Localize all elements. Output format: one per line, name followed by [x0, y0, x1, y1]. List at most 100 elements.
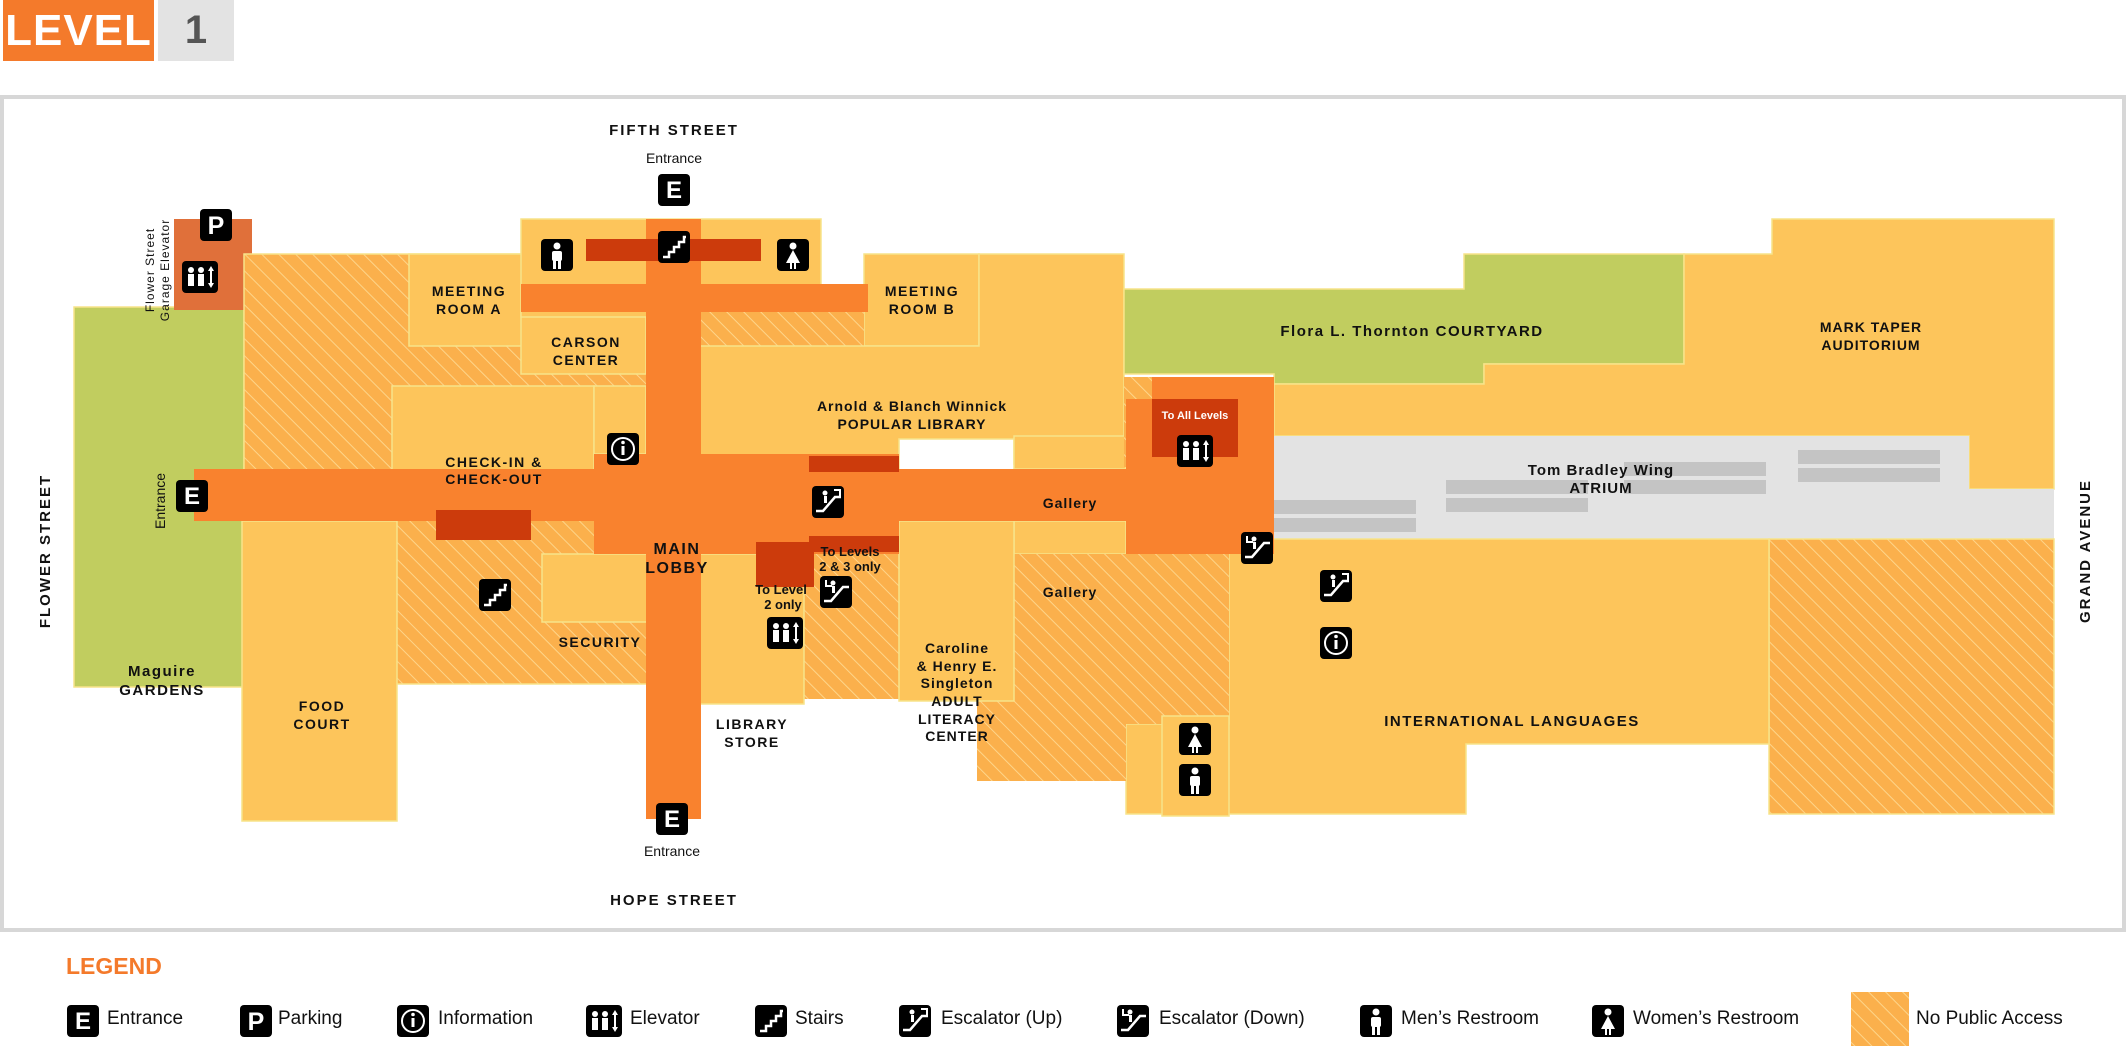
legend-label: Women’s Restroom — [1633, 1008, 1800, 1029]
parking-icon — [200, 209, 232, 241]
meeting-room-a-area — [408, 253, 527, 347]
library-store-label: STORE — [724, 734, 779, 750]
literacy-center-label: Caroline — [925, 640, 989, 656]
escalator-down-icon — [818, 574, 854, 610]
atrium-bench — [1624, 480, 1766, 494]
no-public-access-swatch — [1851, 992, 1909, 1046]
entrance-icon — [67, 1005, 99, 1037]
legend-title: LEGEND — [66, 953, 162, 979]
gallery-upper-area — [1013, 435, 1127, 470]
food-court-area — [241, 520, 398, 822]
map-areas — [73, 218, 2055, 822]
to-level-2-label: 2 only — [764, 597, 802, 612]
meeting-room-b-area — [863, 253, 980, 347]
entrance-icon — [656, 803, 688, 835]
womens-restroom-icon — [777, 239, 809, 271]
womens-restroom-icon — [1592, 1005, 1624, 1037]
entrance-label-west: Entrance — [152, 473, 168, 529]
escalator-down-icon — [1115, 1003, 1151, 1039]
floor-map: E P — [0, 95, 2126, 932]
atrium-bench — [1446, 480, 1588, 494]
street-label-south: HOPE STREET — [610, 892, 738, 909]
literacy-center-label: CENTER — [925, 728, 989, 744]
maguire-gardens-label: Maguire — [128, 663, 196, 680]
garage-label-line1: Flower Street — [143, 228, 157, 312]
hatched-southeast-block — [1768, 538, 2055, 815]
street-label-west: FLOWER STREET — [37, 474, 54, 628]
food-court-label: FOOD — [299, 698, 345, 714]
meeting-room-b-label: ROOM B — [889, 301, 956, 317]
stairs-icon — [753, 1003, 789, 1039]
information-icon — [396, 1004, 430, 1038]
popular-library-label: Arnold & Blanch Winnick — [817, 398, 1007, 414]
atrium-bench — [1274, 518, 1416, 532]
mens-restroom-icon — [1179, 764, 1211, 796]
legend-label: Men’s Restroom — [1401, 1008, 1539, 1029]
legend-label: Stairs — [795, 1008, 844, 1029]
carson-center-label: CARSON — [551, 334, 621, 350]
atrium-bench — [1624, 462, 1766, 476]
literacy-center-label: & Henry E. — [917, 658, 998, 674]
atrium-label: Tom Bradley Wing — [1528, 462, 1674, 479]
carson-center-area — [520, 311, 647, 375]
legend-label: Information — [438, 1008, 534, 1029]
stairs-icon — [656, 229, 692, 265]
courtyard-label: Flora L. Thornton COURTYARD — [1280, 323, 1543, 340]
stairs-icon — [477, 577, 513, 613]
street-label-east: GRAND AVENUE — [2077, 479, 2094, 623]
elevator-icon — [182, 261, 218, 293]
meeting-room-a-label: MEETING — [432, 283, 506, 299]
legend-label: Parking — [278, 1008, 343, 1029]
literacy-center-label: ADULT — [931, 693, 982, 709]
information-icon — [606, 432, 640, 466]
main-lobby-label: LOBBY — [645, 560, 709, 577]
to-level-2-label: To Level — [755, 582, 807, 597]
checkin-label: CHECK-OUT — [445, 471, 543, 487]
legend-label: Entrance — [107, 1008, 184, 1029]
gallery-upper-label: Gallery — [1043, 495, 1097, 511]
to-levels-23-label: 2 & 3 only — [819, 559, 881, 574]
main-lobby-label: MAIN — [654, 541, 701, 558]
gallery-lower-label: Gallery — [1043, 584, 1097, 600]
elevator-icon — [586, 1005, 622, 1037]
legend-label: Elevator — [630, 1008, 700, 1029]
library-store-label: LIBRARY — [716, 716, 788, 732]
entrance-icon — [658, 174, 690, 206]
mark-taper-label: AUDITORIUM — [1821, 337, 1920, 353]
literacy-center-label: LITERACY — [918, 711, 996, 727]
escalator-up-icon — [897, 1003, 933, 1039]
hatched-corridor-strip — [699, 312, 864, 346]
literacy-center-area — [898, 520, 1015, 702]
escalator-down-icon — [1239, 530, 1275, 566]
elevator-icon — [767, 617, 803, 649]
garage-label-line2: Garage Elevator — [158, 219, 172, 321]
entrance-label-north: Entrance — [646, 150, 702, 166]
mark-taper-label: MARK TAPER — [1820, 319, 1922, 335]
street-label-north: FIFTH STREET — [609, 122, 739, 139]
atrium-bench — [1274, 500, 1416, 514]
gallery-lower-area — [1013, 520, 1127, 555]
literacy-center-label: Singleton — [921, 675, 994, 691]
meeting-room-a-label: ROOM A — [436, 301, 502, 317]
mens-restroom-icon — [1360, 1005, 1392, 1037]
main-corridor — [194, 219, 1274, 819]
atrium-label: ATRIUM — [1569, 480, 1632, 497]
information-icon — [1319, 626, 1353, 660]
escalator-up-icon — [810, 484, 846, 520]
to-levels-23-label: To Levels — [820, 544, 879, 559]
atrium-bench — [1798, 450, 1940, 464]
entrance-label-south: Entrance — [644, 843, 700, 859]
legend-label: Escalator (Up) — [941, 1008, 1063, 1029]
international-languages-label: INTERNATIONAL LANGUAGES — [1384, 713, 1640, 730]
map-labels: FIFTH STREET HOPE STREET FLOWER STREET G… — [37, 122, 2094, 909]
entrance-icon — [176, 480, 208, 512]
level-number: 1 — [158, 0, 234, 61]
atrium-bench — [1446, 498, 1588, 512]
legend-label: No Public Access — [1916, 1008, 2063, 1029]
escalator-up-icon — [1318, 568, 1354, 604]
parking-icon — [240, 1005, 272, 1037]
maguire-gardens-label: GARDENS — [119, 682, 205, 699]
elevator-icon — [1177, 435, 1213, 467]
mens-restroom-icon — [541, 239, 573, 271]
carson-center-label: CENTER — [553, 352, 620, 368]
